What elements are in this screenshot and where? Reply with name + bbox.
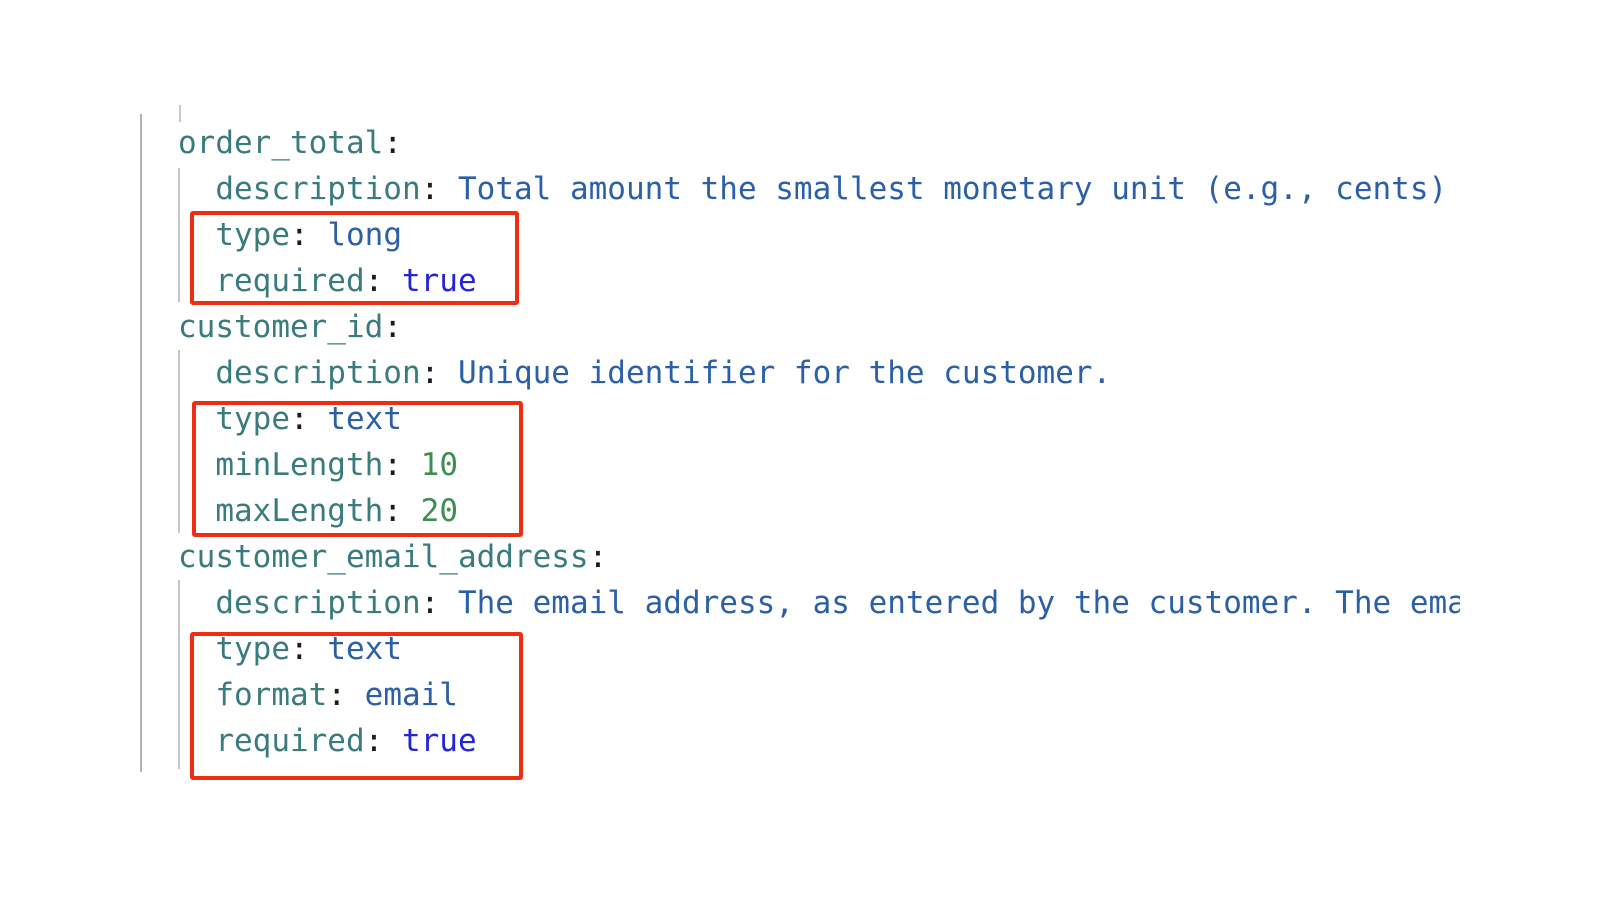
code-line[interactable]: type: text [178,396,1460,442]
code-line[interactable]: format: email [178,672,1460,718]
yaml-key: required [215,723,365,759]
code-line[interactable]: minLength: 10 [178,442,1460,488]
yaml-colon: : [383,309,402,345]
yaml-colon: : [364,263,384,299]
yaml-colon: : [383,447,402,483]
yaml-value: The email address, as entered by the cus… [457,585,1460,621]
indent-guide-tick [179,105,181,122]
yaml-colon: : [364,723,384,759]
code-line[interactable]: required: true [178,258,1460,304]
yaml-value: true [401,723,477,759]
yaml-key: minLength [215,447,384,483]
yaml-value: text [327,401,402,437]
yaml-colon: : [420,355,440,391]
indent-spaces [178,171,215,207]
yaml-key: customer_email_address [178,539,589,575]
yaml-key: type [215,631,290,667]
indent-guide-section-2 [178,350,180,533]
yaml-colon: : [289,217,309,253]
yaml-colon: : [383,125,402,161]
code-line[interactable]: customer_email_address: [178,534,1460,580]
key-value-gap [439,585,458,621]
annotation-box-1 [190,211,519,305]
yaml-key: description [215,355,421,391]
yaml-key: description [215,585,421,621]
yaml-value: 10 [420,447,458,483]
yaml-value: 20 [420,493,458,529]
yaml-value: text [327,631,402,667]
yaml-colon: : [420,171,440,207]
code-line[interactable]: description: Total amount the smallest m… [178,166,1460,212]
yaml-value: email [364,677,458,713]
yaml-key: type [215,217,290,253]
yaml-key: maxLength [215,493,384,529]
annotation-box-3 [190,632,523,780]
yaml-colon: : [289,631,309,667]
yaml-key: description [215,171,421,207]
yaml-key: customer_id [178,309,384,345]
yaml-code[interactable]: order_total: description: Total amount t… [178,120,1460,764]
code-line[interactable]: order_total: [178,120,1460,166]
yaml-colon: : [588,539,608,575]
key-value-gap [439,171,458,207]
yaml-value: Unique identifier for the customer. [457,355,1112,391]
indent-guide-section-1 [178,168,180,302]
code-line[interactable]: type: text [178,626,1460,672]
indent-spaces [178,585,215,621]
yaml-value: long [327,217,402,253]
yaml-colon: : [289,401,309,437]
yaml-colon: : [327,677,346,713]
yaml-key: format [215,677,328,713]
code-line[interactable]: maxLength: 20 [178,488,1460,534]
code-line[interactable]: description: The email address, as enter… [178,580,1460,626]
code-line[interactable]: required: true [178,718,1460,764]
yaml-value: true [401,263,477,299]
yaml-key: required [215,263,365,299]
yaml-colon: : [383,493,402,529]
yaml-key: type [215,401,290,437]
yaml-key: order_total [178,125,384,161]
indent-spaces [178,355,215,391]
yaml-value: Total amount the smallest monetary unit … [457,171,1448,207]
indent-guide-parent [140,114,142,772]
key-value-gap [439,355,458,391]
indent-guide-section-3 [178,580,180,769]
annotation-box-2 [192,401,523,537]
code-line[interactable]: description: Unique identifier for the c… [178,350,1460,396]
yaml-colon: : [420,585,440,621]
code-line[interactable]: customer_id: [178,304,1460,350]
code-line[interactable]: type: long [178,212,1460,258]
